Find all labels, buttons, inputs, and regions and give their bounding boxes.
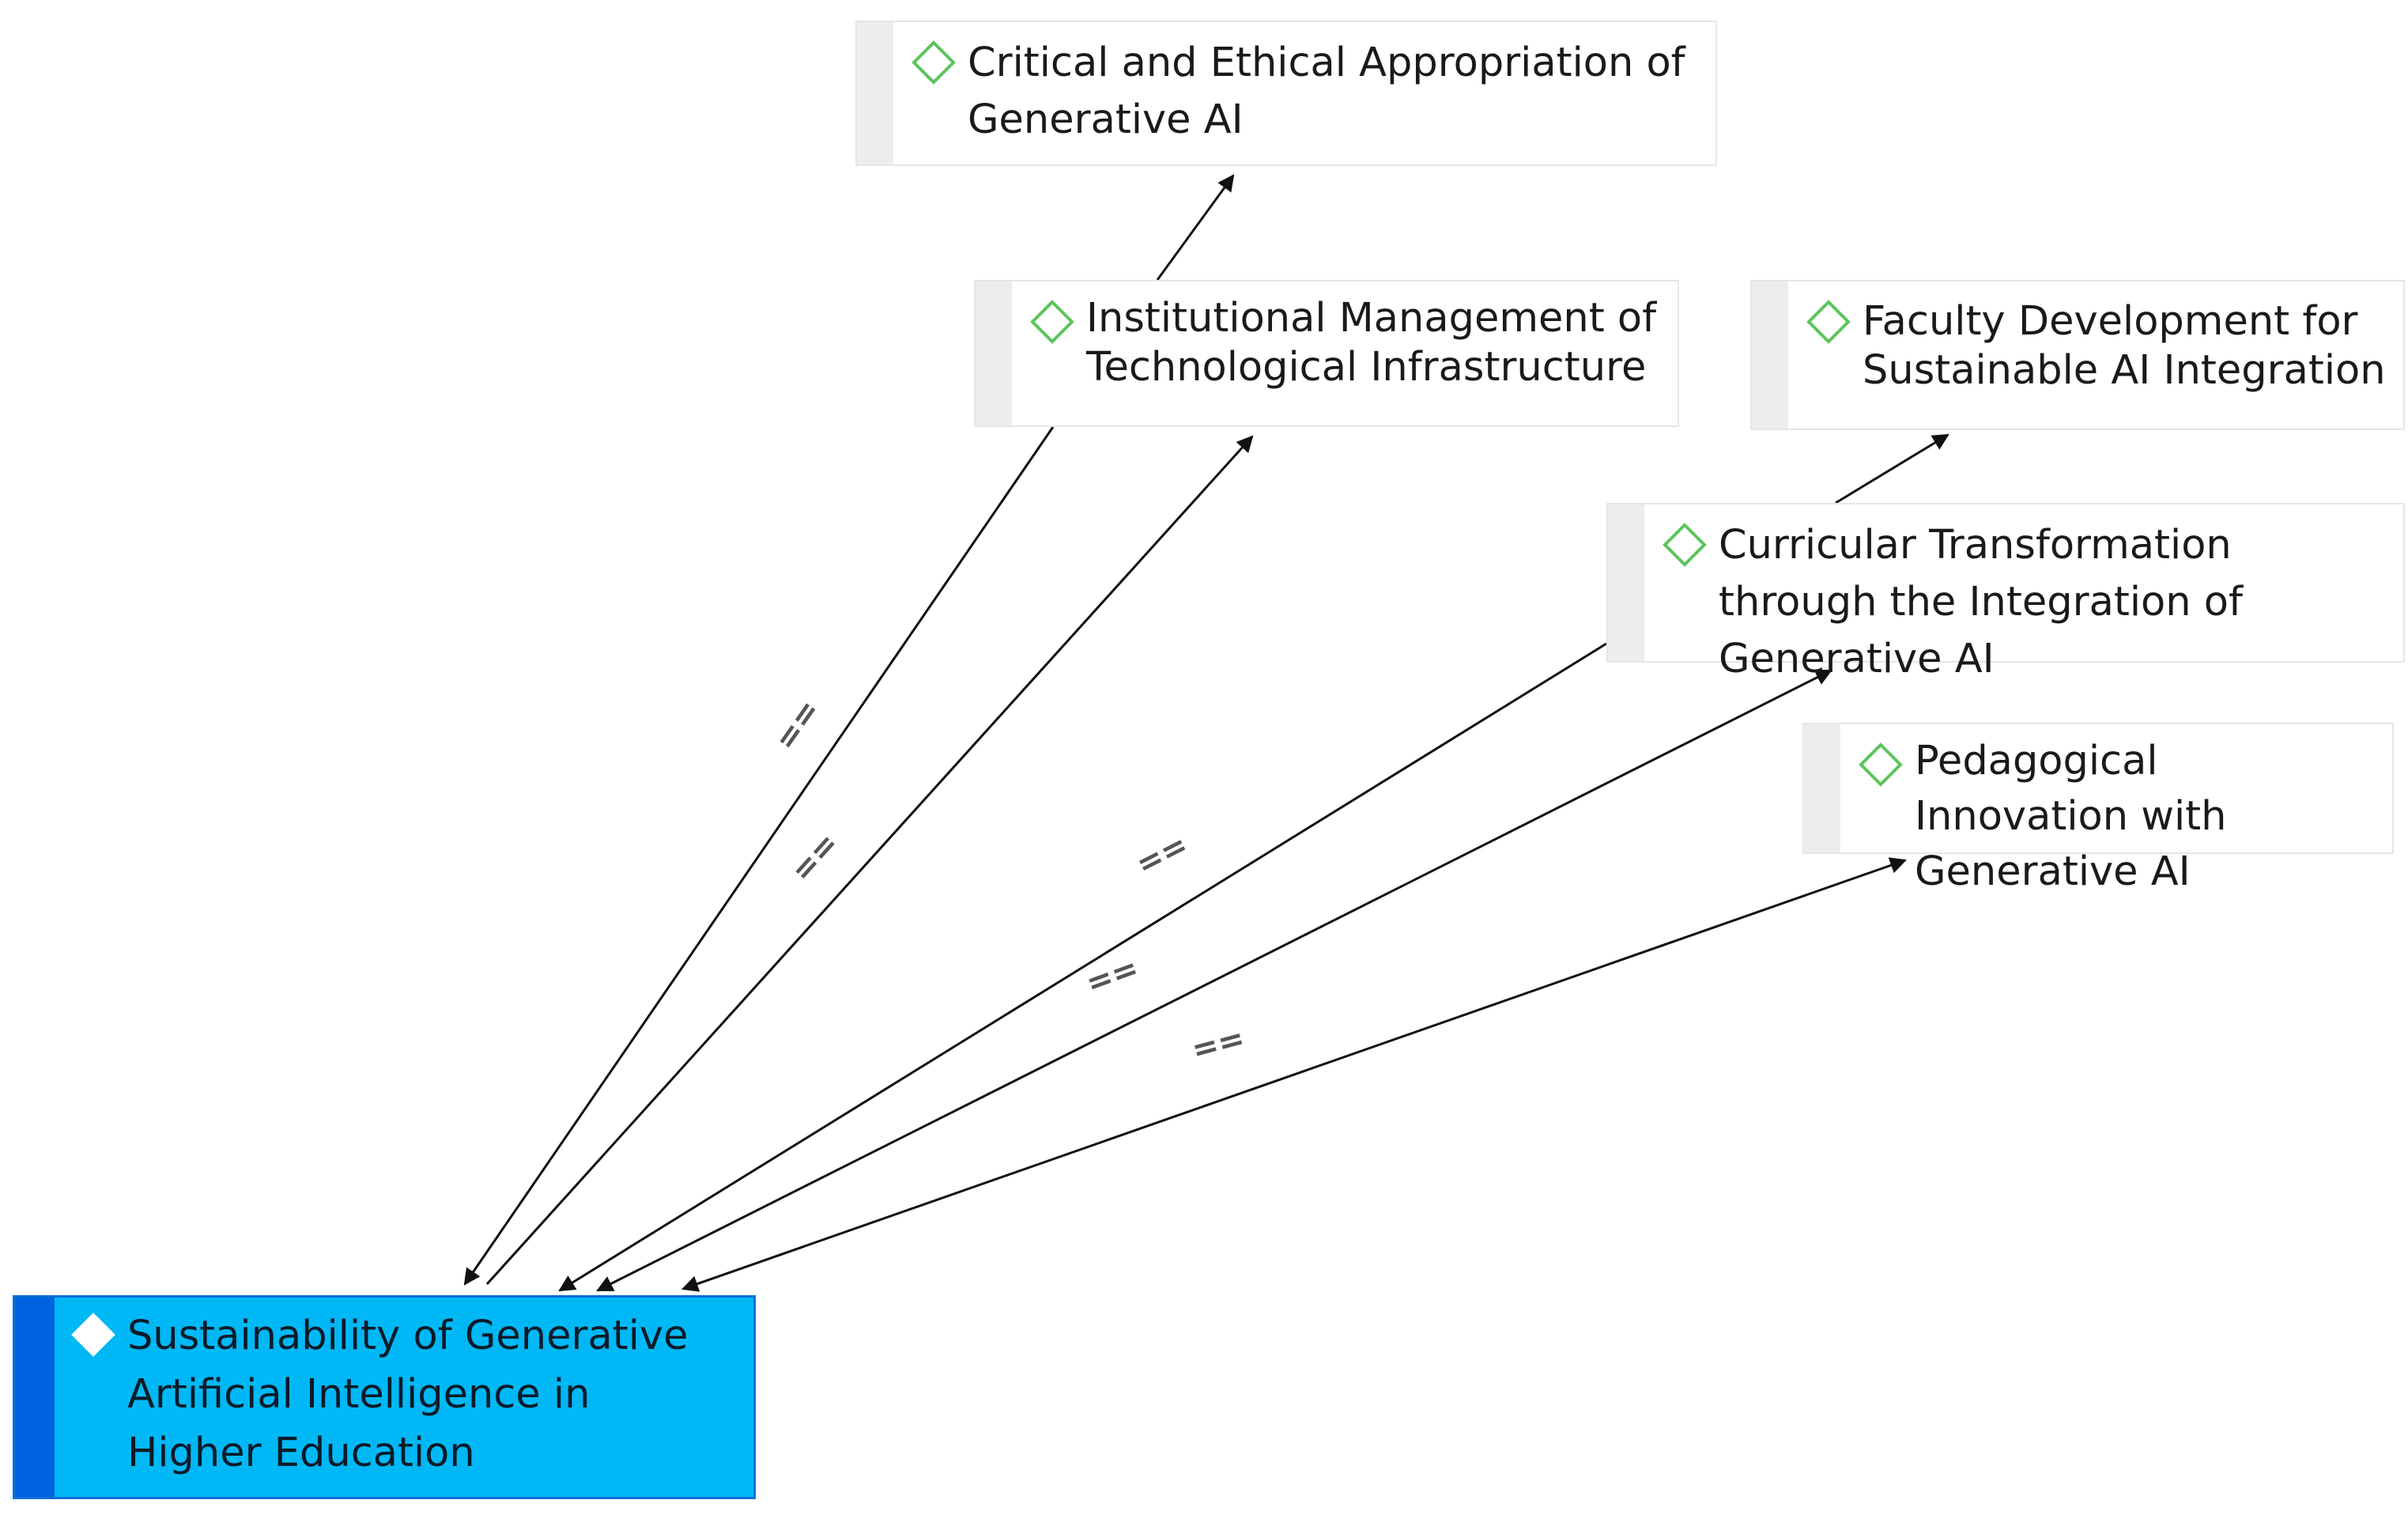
node-label: Sustainability of Generative Artificial …	[127, 1313, 689, 1476]
edge-curricular-faculty[interactable]	[1835, 433, 1949, 504]
node-strip	[1804, 724, 1840, 852]
diamond-icon	[71, 1313, 115, 1357]
node-strip	[1608, 504, 1644, 661]
edge-marker-5: ==	[1188, 1020, 1249, 1069]
edge-sustainability-curricular[interactable]	[596, 669, 1832, 1292]
node-label: Faculty Development for Sustainable AI I…	[1863, 298, 2386, 394]
edge-marker-3: ==	[1130, 826, 1195, 882]
node-pedagogical-innovation[interactable]: Pedagogical Innovation with Generative A…	[1802, 723, 2394, 895]
node-curricular-transformation[interactable]: Curricular Transformation through the In…	[1606, 503, 2405, 682]
node-strip	[976, 281, 1012, 425]
diamond-icon	[1806, 300, 1851, 344]
node-label: Institutional Management of Technologica…	[1086, 295, 1657, 391]
node-strip	[15, 1298, 55, 1497]
edge-marker-1: ==	[768, 693, 828, 757]
node-sustainability-selected[interactable]: Sustainability of Generative Artificial …	[13, 1295, 756, 1499]
node-label: Critical and Ethical Appropriation of Ge…	[968, 40, 1685, 143]
node-faculty-development[interactable]: Faculty Development for Sustainable AI I…	[1750, 280, 2405, 430]
edge-sustainability-pedagogical[interactable]	[681, 857, 1907, 1292]
node-institutional-management[interactable]: Institutional Management of Technologica…	[974, 280, 1679, 427]
edge-marker-4: ==	[1081, 950, 1144, 1002]
diamond-icon	[1859, 742, 1903, 787]
diamond-icon	[1663, 523, 1707, 567]
node-label: Curricular Transformation through the In…	[1719, 522, 2243, 682]
edge-institutional-critical[interactable]	[1156, 174, 1235, 281]
edge-institutional-sustainability[interactable]	[463, 426, 1055, 1286]
node-label: Pedagogical Innovation with Generative A…	[1915, 738, 2227, 895]
node-strip	[1752, 281, 1788, 429]
node-strip	[857, 22, 893, 164]
edge-marker-2: ==	[783, 826, 846, 890]
diamond-icon	[1030, 300, 1074, 344]
node-critical-ethical-appropriation[interactable]: Critical and Ethical Appropriation of Ge…	[855, 21, 1717, 166]
diamond-icon	[911, 40, 956, 85]
